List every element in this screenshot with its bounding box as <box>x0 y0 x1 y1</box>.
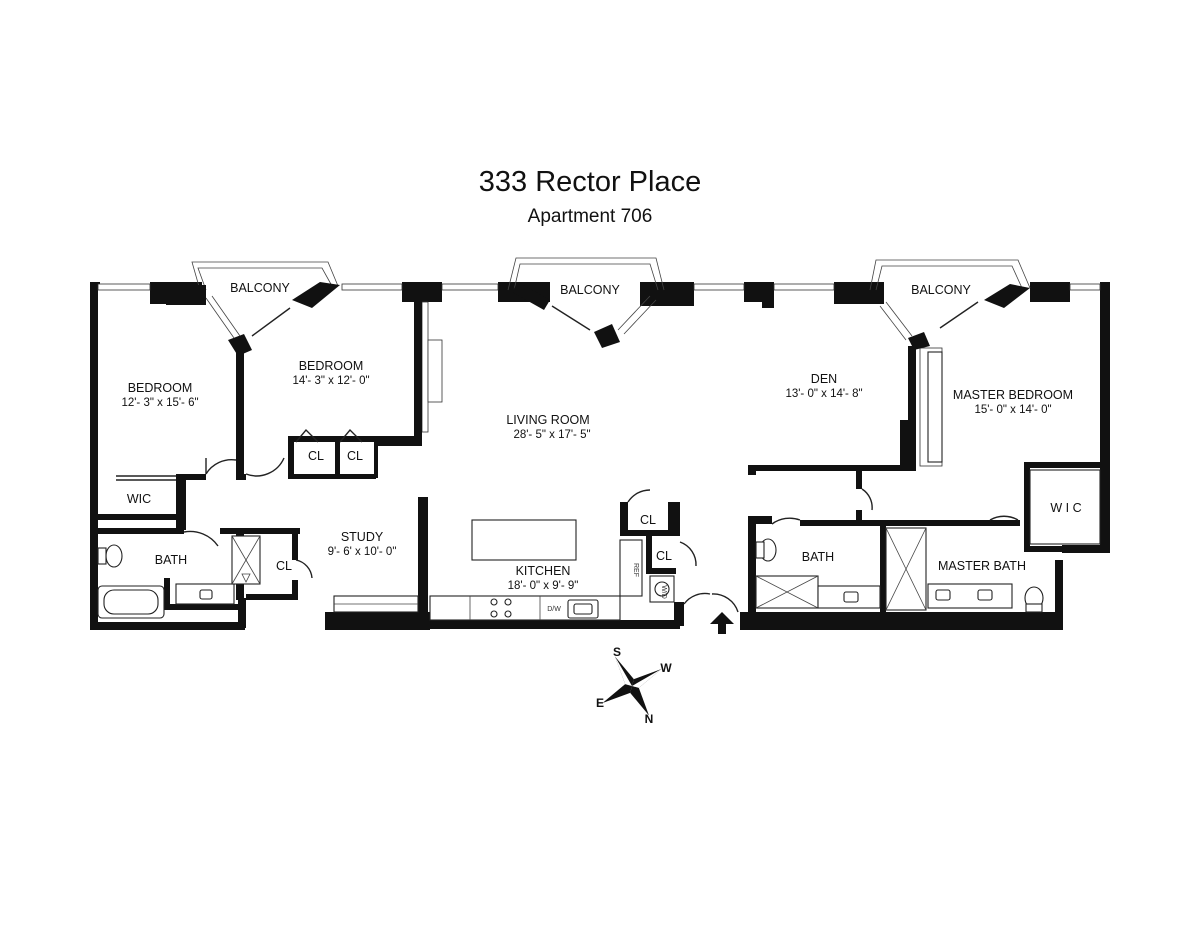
compass-n: N <box>645 712 654 726</box>
kitchen-dims: 18'- 0" x 9'- 9" <box>508 580 579 592</box>
den-name: DEN <box>811 372 837 386</box>
bath-right-label: BATH <box>802 550 834 564</box>
den-dims: 13'- 0" x 14'- 8" <box>785 388 862 400</box>
compass-e: E <box>596 696 604 710</box>
windows <box>97 283 1101 467</box>
compass-w: W <box>660 661 672 675</box>
bedroom-left-dims: 12'- 3" x 15'- 6" <box>121 397 198 409</box>
study-dims: 9'- 6' x 10'- 0" <box>328 546 397 558</box>
room-labels: BEDROOM 12'- 3" x 15'- 6" BEDROOM 14'- 3… <box>121 359 1081 613</box>
compass-rose <box>602 656 662 716</box>
wd-label: W/D <box>660 585 667 599</box>
bedroom-left-name: BEDROOM <box>128 381 193 395</box>
ref-label: REF <box>632 563 639 577</box>
bedroom-mid-name: BEDROOM <box>299 359 364 373</box>
balcony-center: BALCONY <box>507 257 665 348</box>
plan-subtitle: Apartment 706 <box>528 206 653 227</box>
wic-left-label: WIC <box>127 492 151 506</box>
closet-label-kitchen-2: CL <box>656 549 672 563</box>
bath-left-label: BATH <box>155 553 187 567</box>
closet-label-study: CL <box>276 559 292 573</box>
kitchen-name: KITCHEN <box>516 564 571 578</box>
compass-s: S <box>613 645 621 659</box>
living-room-dims: 28'- 5" x 17'- 5" <box>513 429 590 441</box>
outer-walls <box>90 282 1110 630</box>
balcony-right: BALCONY <box>869 259 1031 350</box>
study-name: STUDY <box>341 530 384 544</box>
balcony-left-label: BALCONY <box>230 281 290 295</box>
balcony-right-label: BALCONY <box>911 283 971 297</box>
plan-title: 333 Rector Place <box>479 166 701 198</box>
fixtures <box>97 351 1101 634</box>
closet-label-kitchen-1: CL <box>640 513 656 527</box>
master-bedroom-name: MASTER BEDROOM <box>953 388 1073 402</box>
living-room-name: LIVING ROOM <box>506 413 589 427</box>
closet-label-2: CL <box>347 449 363 463</box>
dw-label: D/W <box>547 606 561 613</box>
wic-master-label: W I C <box>1050 501 1081 515</box>
bedroom-mid-dims: 14'- 3" x 12'- 0" <box>292 375 369 387</box>
interior-walls <box>96 290 1102 626</box>
master-bath-label: MASTER BATH <box>938 559 1026 573</box>
master-bedroom-dims: 15'- 0" x 14'- 0" <box>974 404 1051 416</box>
balcony-center-label: BALCONY <box>560 283 620 297</box>
balcony-left: BALCONY <box>166 261 340 356</box>
closet-label-1: CL <box>308 449 324 463</box>
